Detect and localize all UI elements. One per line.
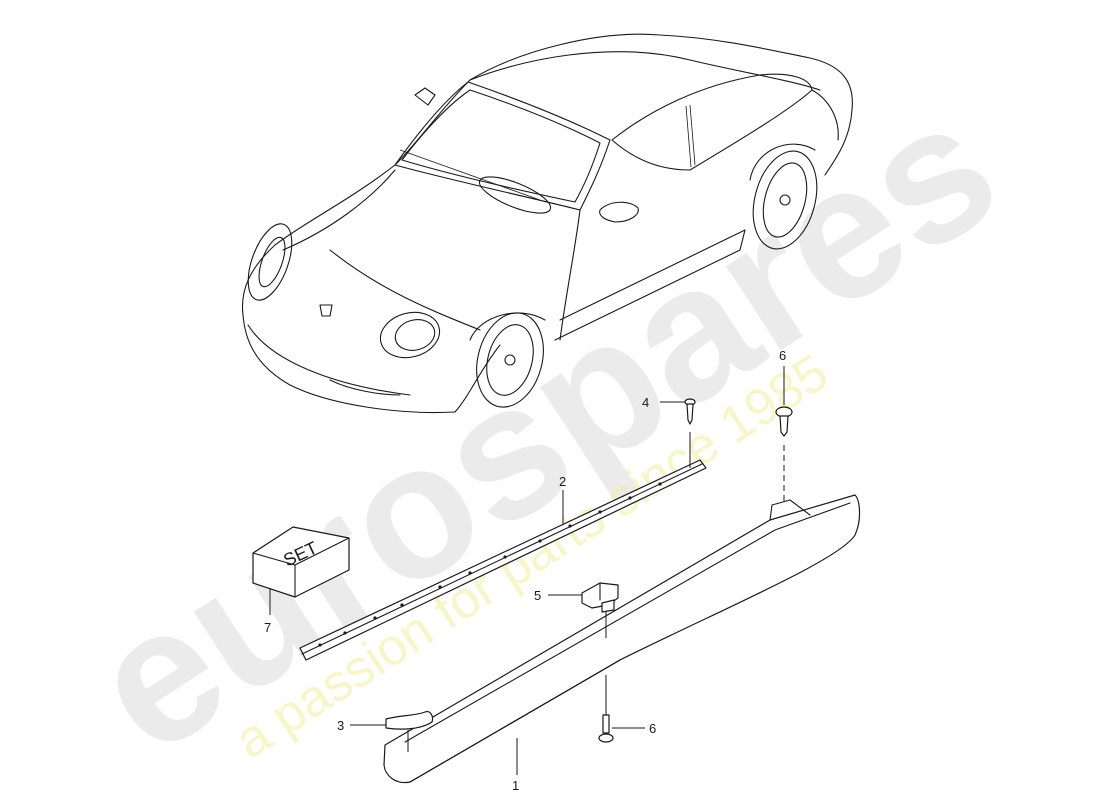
part-set-box: SET bbox=[252, 526, 350, 615]
part-trim-cap bbox=[350, 711, 434, 752]
part-clip bbox=[548, 582, 619, 638]
part-mounting-strip bbox=[299, 459, 707, 661]
part-screw-6-lower bbox=[598, 675, 645, 743]
callout-6-upper: 6 bbox=[779, 348, 786, 363]
part-screw-6-upper bbox=[775, 366, 793, 505]
callout-4: 4 bbox=[642, 395, 649, 410]
callout-6-lower: 6 bbox=[649, 721, 656, 736]
callout-3: 3 bbox=[337, 718, 344, 733]
callout-2: 2 bbox=[559, 474, 566, 489]
car-illustration bbox=[241, 33, 853, 414]
callout-5: 5 bbox=[534, 588, 541, 603]
callout-1: 1 bbox=[512, 778, 519, 793]
callout-7: 7 bbox=[264, 620, 271, 635]
part-side-skirt bbox=[383, 494, 861, 784]
part-screw-4 bbox=[660, 398, 696, 468]
callout-labels: 1 2 3 4 5 6 6 7 bbox=[264, 348, 786, 793]
